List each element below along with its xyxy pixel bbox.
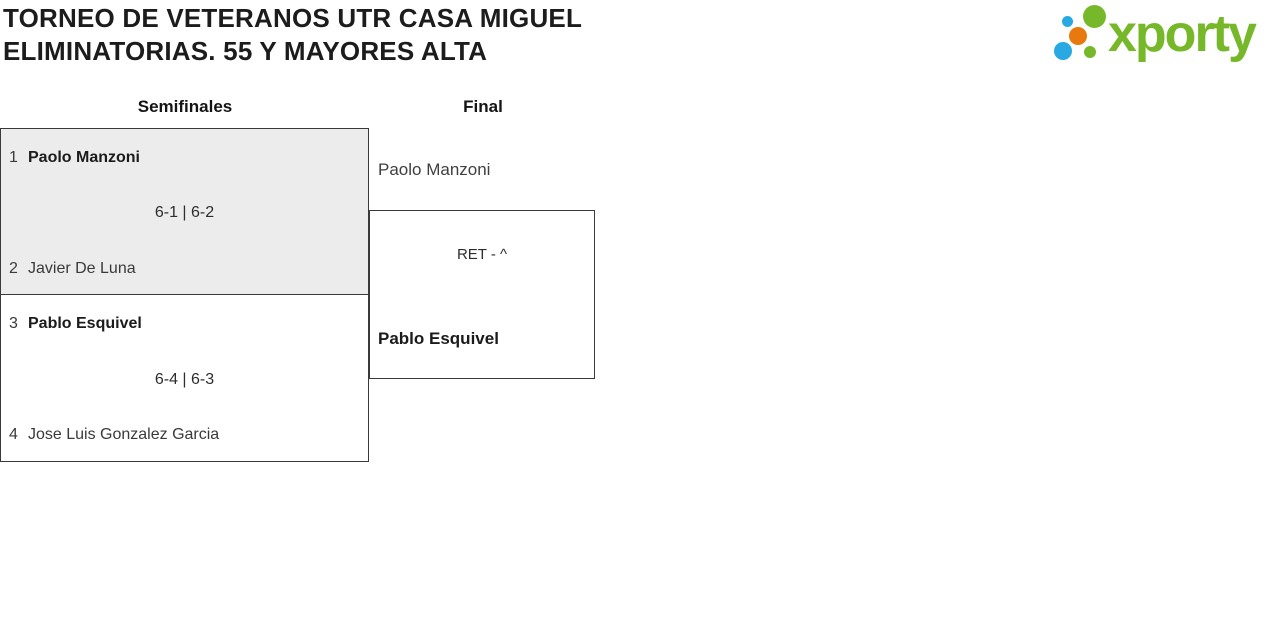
match-semifinal-2[interactable]: 3 Pablo Esquivel 6-4 | 6-3 4 Jose Luis Gon… [0,294,369,462]
final-player2-name: Pablo Esquivel [378,329,499,348]
xporty-logo[interactable]: xporty [1050,0,1275,70]
xporty-wordmark: xporty [1108,5,1257,63]
logo-dot-green-small-icon [1084,46,1096,58]
match-final[interactable]: RET - ^ Pablo Esquivel [369,210,595,379]
sf2-player2-name: Jose Luis Gonzalez Garcia [28,426,220,443]
sf2-player2-row: 4 Jose Luis Gonzalez Garcia [9,424,364,446]
final-score: RET - ^ [456,246,508,263]
round-header-final: Final [463,97,503,116]
sf1-player2-name: Javier De Luna [28,260,136,277]
final-player1-name: Paolo Manzoni [378,160,491,179]
sf2-player1-name: Pablo Esquivel [28,315,142,332]
match-semifinal-1[interactable]: 1 Paolo Manzoni 6-1 | 6-2 2 Javier De Luna [0,128,369,295]
sf1-player2-row: 2 Javier De Luna [9,258,364,280]
round-header-semifinales: Semifinales [137,97,233,116]
sf1-player2-seed: 2 [9,260,18,277]
sf2-player1-seed: 3 [9,315,18,332]
sf1-player1-seed: 1 [9,149,18,166]
sf1-player1-row: 1 Paolo Manzoni [9,147,364,169]
sf1-player1-name: Paolo Manzoni [28,149,140,166]
logo-dot-blue-large-icon [1054,42,1072,60]
logo-dot-green-large-icon [1083,5,1106,28]
title-line-1: TORNEO DE VETERANOS UTR CASA MIGUEL [3,3,583,33]
sf2-player2-seed: 4 [9,426,18,443]
logo-dot-blue-small-icon [1062,16,1073,27]
title-line-2: ELIMINATORIAS. 55 Y MAYORES ALTA [3,36,488,66]
logo-dot-orange-icon [1069,27,1087,45]
sf2-player1-row: 3 Pablo Esquivel [9,313,364,335]
sf2-score: 6-4 | 6-3 [154,371,215,388]
sf1-score: 6-1 | 6-2 [154,204,215,221]
page-title: TORNEO DE VETERANOS UTR CASA MIGUEL ELIM… [3,2,582,68]
